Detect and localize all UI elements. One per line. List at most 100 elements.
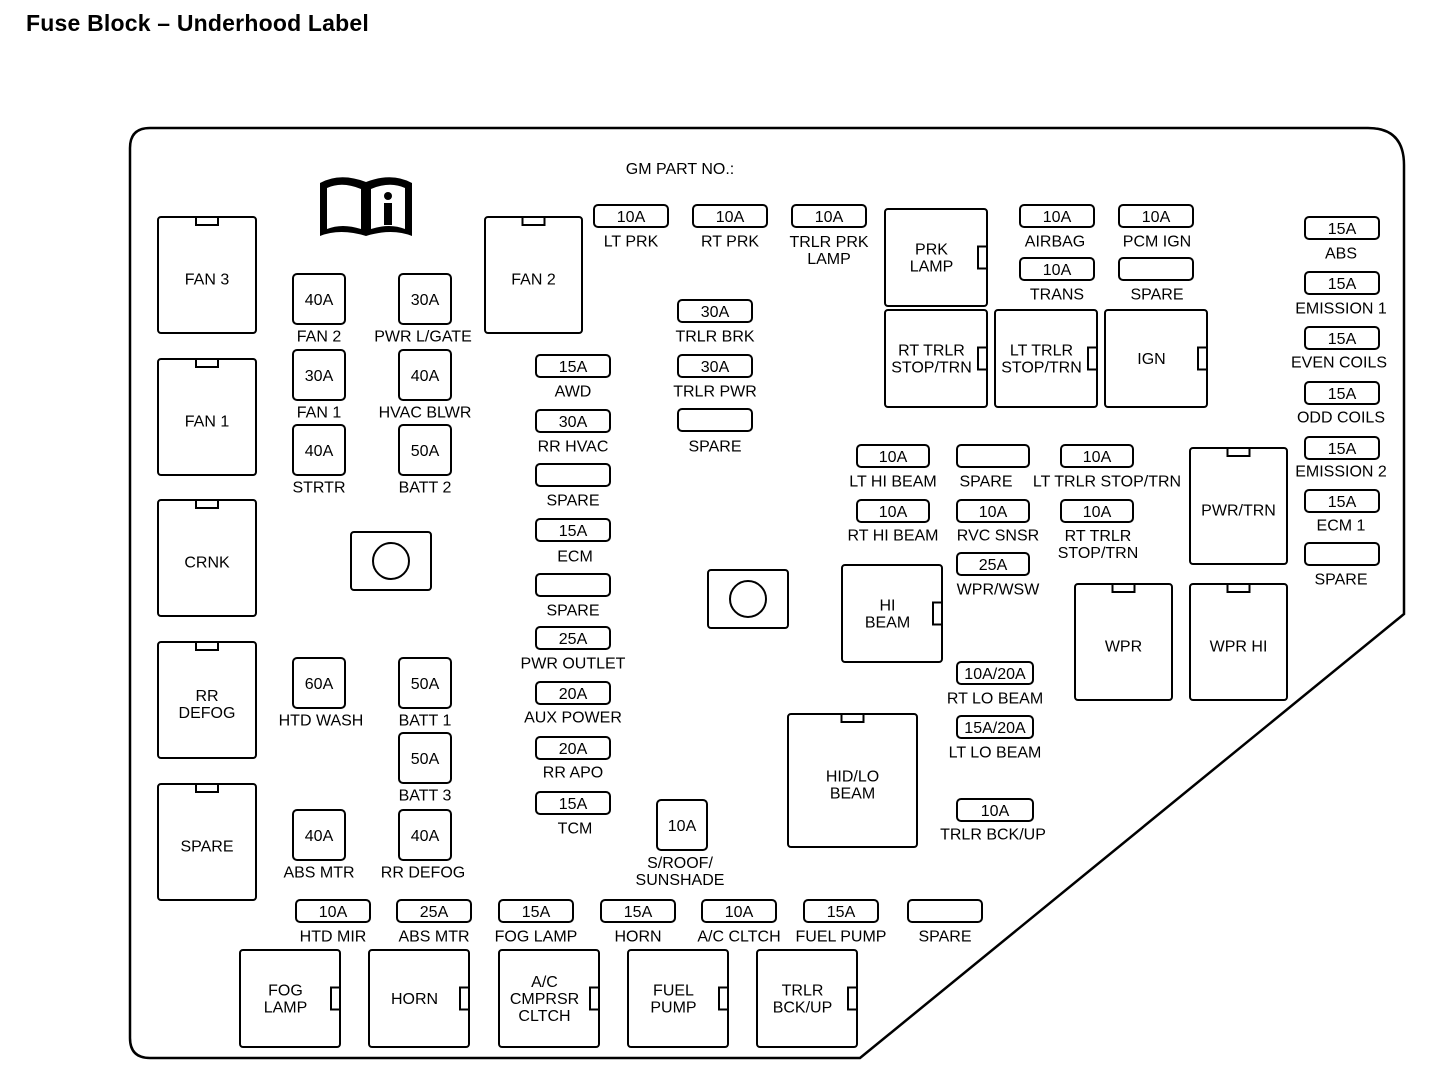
fuse-label: HVAC BLWR bbox=[379, 405, 472, 422]
fuse-label: AWD bbox=[555, 384, 592, 401]
fuse-rating: 20A bbox=[559, 741, 588, 758]
fuse-label: FUEL PUMP bbox=[796, 929, 887, 946]
fuse-rating: 15A bbox=[827, 904, 856, 921]
fuse-label: TRLR BCK/UP bbox=[940, 827, 1046, 844]
relay-label: BCK/UP bbox=[773, 1000, 833, 1017]
fuse-label: HORN bbox=[614, 929, 661, 946]
mounting-bolt-center bbox=[707, 569, 789, 629]
fuse-label: RR HVAC bbox=[538, 439, 609, 456]
fuse-rating: 50A bbox=[411, 751, 440, 768]
fuse-rating: 40A bbox=[305, 292, 334, 309]
relay-label: IGN bbox=[1137, 351, 1165, 368]
part-number-label: GM PART NO.: bbox=[626, 161, 734, 178]
fuse-label: TCM bbox=[558, 821, 593, 838]
fuse-rating: 40A bbox=[305, 828, 334, 845]
fuse-label: LT PRK bbox=[604, 234, 659, 251]
fuse-rating: 30A bbox=[701, 304, 730, 321]
fuse-rating: 15A bbox=[522, 904, 551, 921]
fuse-rating: 25A bbox=[420, 904, 449, 921]
fuse-spare-pcm: SPARE bbox=[1118, 257, 1194, 304]
relay-label: WPR bbox=[1105, 639, 1142, 656]
fuse-label: SPARE bbox=[959, 474, 1012, 491]
fuse-rating: 10A bbox=[979, 504, 1008, 521]
fuse-label: RVC SNSR bbox=[957, 528, 1039, 545]
fuse-spare-right: SPARE bbox=[1304, 542, 1380, 589]
relay-label: BEAM bbox=[865, 615, 910, 632]
fuse-label: AUX POWER bbox=[524, 710, 622, 727]
fuse-rating: 10A bbox=[617, 209, 646, 226]
fuse-label: STOP/TRN bbox=[1058, 545, 1139, 562]
relay-label: FOG bbox=[268, 983, 303, 1000]
fuse-spare-col1: SPARE bbox=[535, 463, 611, 510]
fuse-label: EVEN COILS bbox=[1291, 355, 1387, 372]
fuse-label: RT PRK bbox=[701, 234, 759, 251]
relay-label: CRNK bbox=[184, 555, 230, 572]
fuse-hvac-blwr: 40A HVAC BLWR bbox=[379, 349, 472, 422]
fuse-rating: 40A bbox=[411, 368, 440, 385]
fuse-label: ECM 1 bbox=[1317, 518, 1366, 535]
fuse-label: RR APO bbox=[543, 765, 603, 782]
fuse-label: RT HI BEAM bbox=[848, 528, 939, 545]
mounting-bolt-left bbox=[350, 531, 432, 591]
fuse-rating: 10A bbox=[879, 449, 908, 466]
fuse-rating: 10A/20A bbox=[964, 666, 1026, 683]
fuse-label: EMISSION 2 bbox=[1295, 464, 1387, 481]
relay-label: STOP/TRN bbox=[1001, 360, 1082, 377]
fuse-lt-prk: 10A LT PRK bbox=[593, 204, 669, 251]
relay-ign: IGN bbox=[1104, 309, 1208, 408]
owner-manual-icon bbox=[320, 177, 412, 236]
fuse-rating: 20A bbox=[559, 686, 588, 703]
fuse-label: FAN 1 bbox=[297, 405, 342, 422]
fuse-rating: 50A bbox=[411, 443, 440, 460]
fuse-fan2-fuse: 40A FAN 2 bbox=[292, 273, 346, 346]
relay-label: CLTCH bbox=[518, 1008, 570, 1025]
fuse-label: LAMP bbox=[807, 251, 851, 268]
fuse-label: PCM IGN bbox=[1123, 234, 1191, 251]
fuse-rating: 10A bbox=[1142, 209, 1171, 226]
fuse-rating: 30A bbox=[411, 292, 440, 309]
relay-horn-relay: HORN bbox=[368, 949, 470, 1048]
fuse-rating: 30A bbox=[559, 414, 588, 431]
fuse-label: SPARE bbox=[1314, 572, 1367, 589]
fuse-rating: 25A bbox=[979, 557, 1008, 574]
fuse-label: STRTR bbox=[292, 480, 345, 497]
fuse-label: S/ROOF/ bbox=[647, 855, 713, 872]
fuse-rating: 25A bbox=[559, 631, 588, 648]
fuse-pcm-ign: 10A PCM IGN bbox=[1118, 204, 1194, 251]
fuse-label: BATT 3 bbox=[399, 788, 452, 805]
relay-pwr-trn: PWR/TRN bbox=[1189, 447, 1288, 565]
fuse-label: TRLR BRK bbox=[675, 329, 754, 346]
fuse-rating: 10A bbox=[1083, 449, 1112, 466]
fuse-rating: 10A bbox=[319, 904, 348, 921]
fuse-rating: 10A bbox=[1083, 504, 1112, 521]
fuse-spare-bottom: SPARE bbox=[907, 899, 983, 946]
fuse-rr-hvac: 30A RR HVAC bbox=[535, 409, 611, 456]
fuse-label: FAN 2 bbox=[297, 329, 342, 346]
fuse-rvc-snsr: 10A RVC SNSR bbox=[956, 499, 1039, 545]
fuse-label: RR DEFOG bbox=[381, 865, 465, 882]
fuse-label: TRANS bbox=[1030, 287, 1084, 304]
fuse-label: A/C CLTCH bbox=[697, 929, 780, 946]
